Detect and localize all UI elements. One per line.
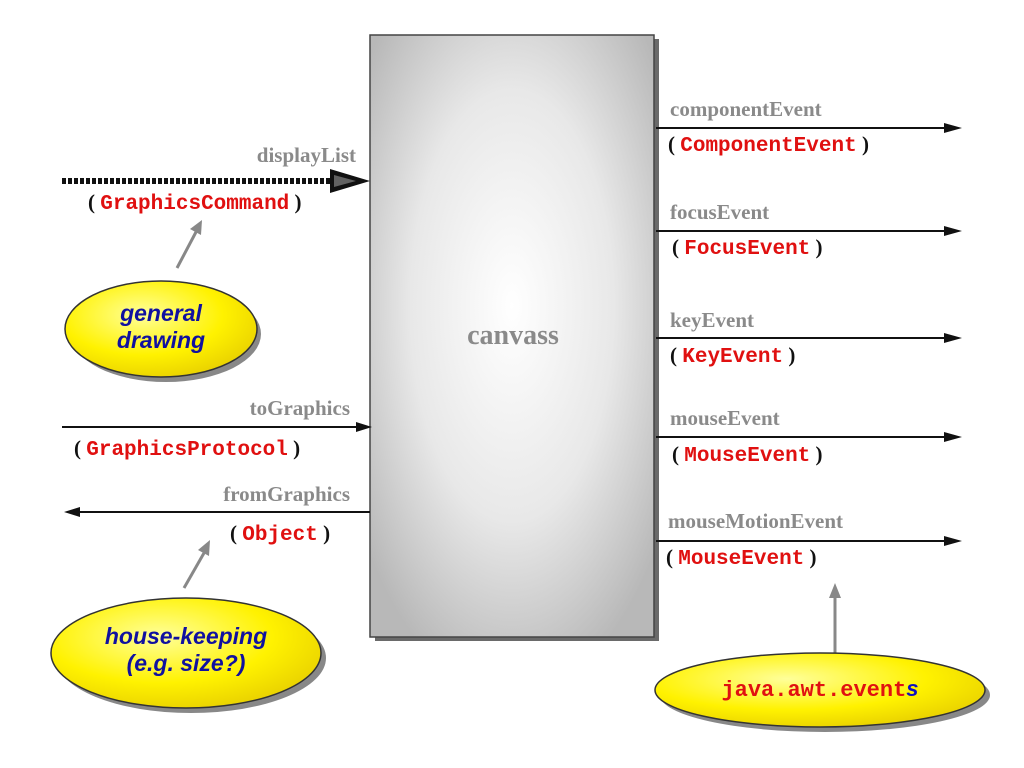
close-paren: ) bbox=[810, 235, 823, 259]
displaylist-arrowhead-dots bbox=[334, 175, 356, 187]
mouseevent-name: mouseEvent bbox=[670, 406, 780, 430]
focusevent-type: ( FocusEvent ) bbox=[672, 235, 823, 261]
close-paren: ) bbox=[317, 521, 331, 545]
componentevent-arrowhead bbox=[944, 123, 962, 133]
keyevent-name: keyEvent bbox=[670, 308, 754, 332]
tographics-type-name: GraphicsProtocol bbox=[86, 439, 288, 462]
componentevent-type-name: ComponentEvent bbox=[680, 135, 857, 158]
canvas-label: canvass bbox=[467, 320, 559, 351]
canvas-box bbox=[369, 34, 655, 638]
componentevent-type: ( ComponentEvent ) bbox=[668, 132, 869, 158]
awt-events-mono: java.awt.event bbox=[721, 678, 907, 703]
open-paren: ( bbox=[672, 235, 685, 259]
fromgraphics-type-name: Object bbox=[242, 524, 318, 547]
displaylist-type-name: GraphicsCommand bbox=[100, 193, 290, 216]
displaylist-name: displayList bbox=[256, 143, 356, 167]
focusevent-name: focusEvent bbox=[670, 200, 770, 224]
open-paren: ( bbox=[670, 343, 683, 367]
close-paren: ) bbox=[783, 343, 796, 367]
housekeeping-pointer-line bbox=[182, 552, 206, 589]
close-paren: ) bbox=[289, 190, 302, 214]
fromgraphics-name: fromGraphics bbox=[223, 482, 350, 506]
mousemotionevent-name: mouseMotionEvent bbox=[668, 509, 843, 533]
focusevent-arrowhead bbox=[944, 226, 962, 236]
open-paren: ( bbox=[74, 436, 87, 460]
focusevent-type-name: FocusEvent bbox=[684, 238, 811, 261]
mousemotionevent-arrowhead bbox=[944, 536, 962, 546]
tographics-type: ( GraphicsProtocol ) bbox=[74, 436, 300, 462]
awt-pointer-head bbox=[829, 583, 841, 598]
general-drawing-bubble bbox=[64, 280, 258, 378]
keyevent-type: ( KeyEvent ) bbox=[670, 343, 795, 369]
awt-events-suffix: s bbox=[906, 676, 919, 701]
keyevent-type-name: KeyEvent bbox=[682, 346, 784, 369]
output-arrows bbox=[656, 123, 962, 546]
mousemotionevent-type-name: MouseEvent bbox=[678, 548, 805, 571]
general-drawing-line-2: drawing bbox=[116, 327, 206, 353]
close-paren: ) bbox=[810, 442, 823, 466]
mouseevent-type-name: MouseEvent bbox=[684, 445, 811, 468]
mousemotionevent-type: ( MouseEvent ) bbox=[666, 545, 817, 571]
open-paren: ( bbox=[668, 132, 681, 156]
fromgraphics-type: ( Object ) bbox=[230, 521, 330, 547]
housekeeping-bubble bbox=[50, 597, 322, 709]
open-paren: ( bbox=[672, 442, 685, 466]
general-pointer-line bbox=[175, 231, 198, 269]
fromgraphics-arrowhead bbox=[64, 507, 80, 517]
keyevent-arrowhead bbox=[944, 333, 962, 343]
tographics-arrowhead bbox=[356, 422, 372, 432]
close-paren: ) bbox=[804, 545, 817, 569]
open-paren: ( bbox=[230, 521, 243, 545]
componentevent-name: componentEvent bbox=[670, 97, 822, 121]
housekeeping-text: house-keeping (e.g. size?) bbox=[56, 623, 316, 677]
displaylist-type: ( GraphicsCommand ) bbox=[88, 190, 302, 216]
mouseevent-arrowhead bbox=[944, 432, 962, 442]
open-paren: ( bbox=[666, 545, 679, 569]
close-paren: ) bbox=[856, 132, 869, 156]
close-paren: ) bbox=[287, 436, 301, 460]
housekeeping-line-2: (e.g. size?) bbox=[126, 650, 246, 676]
general-drawing-line-1: general bbox=[120, 300, 202, 326]
housekeeping-pointer-head bbox=[198, 540, 210, 556]
general-drawing-text: general drawing bbox=[71, 300, 251, 354]
open-paren: ( bbox=[88, 190, 101, 214]
general-pointer-head bbox=[190, 220, 202, 235]
awt-events-bubble bbox=[654, 652, 986, 728]
housekeeping-line-1: house-keeping bbox=[104, 623, 268, 649]
tographics-name: toGraphics bbox=[249, 396, 350, 420]
awt-events-text: java.awt.events bbox=[660, 676, 980, 703]
mouseevent-type: ( MouseEvent ) bbox=[672, 442, 823, 468]
